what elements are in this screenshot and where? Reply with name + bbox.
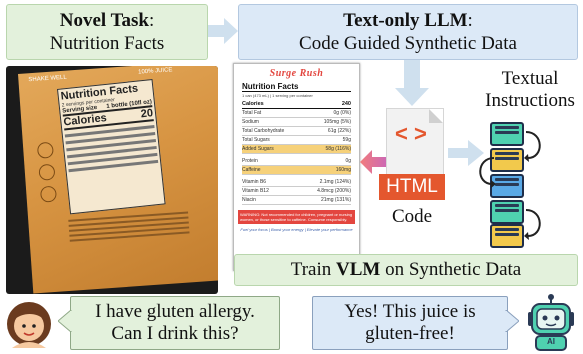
nutrient-name: Total Sugars: [242, 137, 270, 143]
nutrient-value: 61g (22%): [327, 128, 351, 134]
nutrient-row: Total Sugars 59g: [242, 136, 351, 145]
juice-percent-text: 100% JUICE: [137, 67, 173, 76]
nutrient-name: Caffeine: [242, 167, 261, 173]
card-serving: 1 can (473 mL) | 1 serving per container: [242, 93, 313, 98]
nutrient-row: Niacin 21mg (131%): [242, 196, 351, 205]
nutrient-name: Vitamin B6: [242, 179, 267, 185]
kosher-icon: [38, 163, 56, 181]
card-nutrient-list: Total Fat 0g (0%) Sodium 105mg (5%) Total Ca…: [242, 109, 351, 205]
nutrient-value: 4.8mcg (200%): [317, 188, 351, 194]
novel-task-box: Novel Task: Nutrition Facts: [6, 4, 208, 60]
nutrient-name: Total Fat: [242, 110, 262, 116]
instructions-line1: Textual: [501, 68, 559, 89]
nutrient-value: 160mg: [335, 167, 351, 173]
bot-bubble-tail: [505, 310, 519, 332]
novel-task-subtitle: Nutrition Facts: [49, 33, 165, 54]
curved-arrow-icon-3: [524, 209, 541, 240]
user-bubble-tail: [58, 310, 72, 332]
llm-box: Text-only LLM: Code Guided Synthetic Dat…: [238, 4, 578, 60]
card-warning: WARNING: Not recommended for children, p…: [238, 210, 355, 224]
card-nf-title: Nutrition Facts: [242, 82, 351, 92]
nutrient-row: Vitamin B12 4.8mcg (200%): [242, 187, 351, 196]
user-speech-bubble: I have gluten allergy. Can I drink this?: [70, 296, 280, 350]
down-arrow-icon: [395, 60, 429, 106]
nutrient-name: Sodium: [242, 119, 259, 125]
synthetic-label-card: Surge Rush Nutrition Facts 1 can (473 mL…: [233, 63, 360, 271]
bot-bubble-line1: Yes! This juice is: [344, 301, 476, 322]
llm-title: Text-only LLM: [343, 10, 468, 31]
instructions-line2: Instructions: [485, 90, 575, 111]
nutrient-name: Added Sugars: [242, 146, 274, 152]
nutrient-value: 105mg (5%): [323, 119, 351, 125]
nutrient-value: 0g: [345, 158, 351, 164]
instruction-card-yellow: [490, 148, 524, 172]
photo-nf-cal-val: 20: [140, 107, 154, 121]
card-tagline: Fuel your focus | Boost your energy | El…: [240, 227, 353, 232]
right-arrow-icon: [208, 18, 238, 44]
recycle-icon: [36, 141, 54, 159]
code-label: Code: [391, 206, 433, 227]
curved-arrow-icon: [524, 131, 541, 162]
shake-well-text: SHAKE WELL: [28, 74, 67, 84]
nutrient-name: Protein: [242, 158, 258, 164]
user-bubble-line2: Can I drink this?: [111, 323, 239, 344]
nutrient-value: 59g: [342, 137, 351, 143]
instruction-card-yellow-2: [490, 224, 524, 248]
novel-task-title: Novel Task: [59, 10, 149, 31]
nutrient-name: Total Carbohydrate: [242, 128, 285, 134]
card-calories-label: Calories: [242, 101, 264, 107]
brand-name: Surge Rush: [269, 68, 324, 79]
html-badge-text: HTML: [386, 176, 438, 197]
juice-box-photo: SHAKE WELL 100% JUICE Nutrition Facts 2 …: [6, 66, 218, 294]
nutrient-value: 21mg (131%): [320, 197, 351, 203]
html-file-icon: < >: [386, 108, 444, 176]
nutrient-row: Added Sugars 58g (116%): [242, 145, 351, 154]
robot-avatar: [528, 294, 574, 351]
nutrient-value: 0g (0%): [333, 110, 351, 116]
nutrient-row: Total Fat 0g (0%): [242, 109, 351, 118]
nutrient-name: Vitamin B12: [242, 188, 269, 194]
train-prefix: Train: [290, 259, 336, 280]
instructions-title: Textual Instructions: [478, 68, 582, 112]
nutrient-row: Protein 0g: [242, 157, 351, 166]
train-vlm: VLM: [336, 259, 381, 280]
instruction-cards: [479, 118, 579, 248]
nutrient-row: Vitamin B6 2.1mg (124%): [242, 178, 351, 187]
train-suffix: on Synthetic Data: [380, 259, 522, 280]
nutrient-value: 58g (116%): [325, 146, 351, 152]
photo-nutrition-label: Nutrition Facts 2 servings per container…: [56, 78, 166, 215]
card-calories-value: 240: [341, 101, 351, 107]
bot-speech-bubble: Yes! This juice is gluten-free!: [312, 296, 508, 350]
nutrient-row: Caffeine 160mg: [242, 166, 351, 175]
nutrient-name: Niacin: [242, 197, 256, 203]
html-badge: HTML: [379, 174, 445, 200]
nutrient-value: 2.1mg (124%): [319, 179, 351, 185]
llm-subtitle: Code Guided Synthetic Data: [299, 33, 517, 54]
bot-bubble-line2: gluten-free!: [365, 323, 455, 344]
instruction-card-teal-2: [490, 200, 524, 224]
bot-badge: AI: [547, 337, 555, 346]
train-vlm-box: Train VLM on Synthetic Data: [234, 254, 578, 286]
right-arrow-icon-2: [448, 140, 484, 166]
nutrient-row: Total Carbohydrate 61g (22%): [242, 127, 351, 136]
nutrient-row: Sodium 105mg (5%): [242, 118, 351, 127]
curved-arrow-icon-2: [479, 157, 496, 188]
instruction-card-teal: [490, 122, 524, 146]
user-avatar: [7, 302, 51, 348]
user-bubble-line1: I have gluten allergy.: [95, 301, 255, 322]
code-brackets-icon: < >: [395, 121, 427, 146]
vegan-icon: [39, 185, 57, 203]
